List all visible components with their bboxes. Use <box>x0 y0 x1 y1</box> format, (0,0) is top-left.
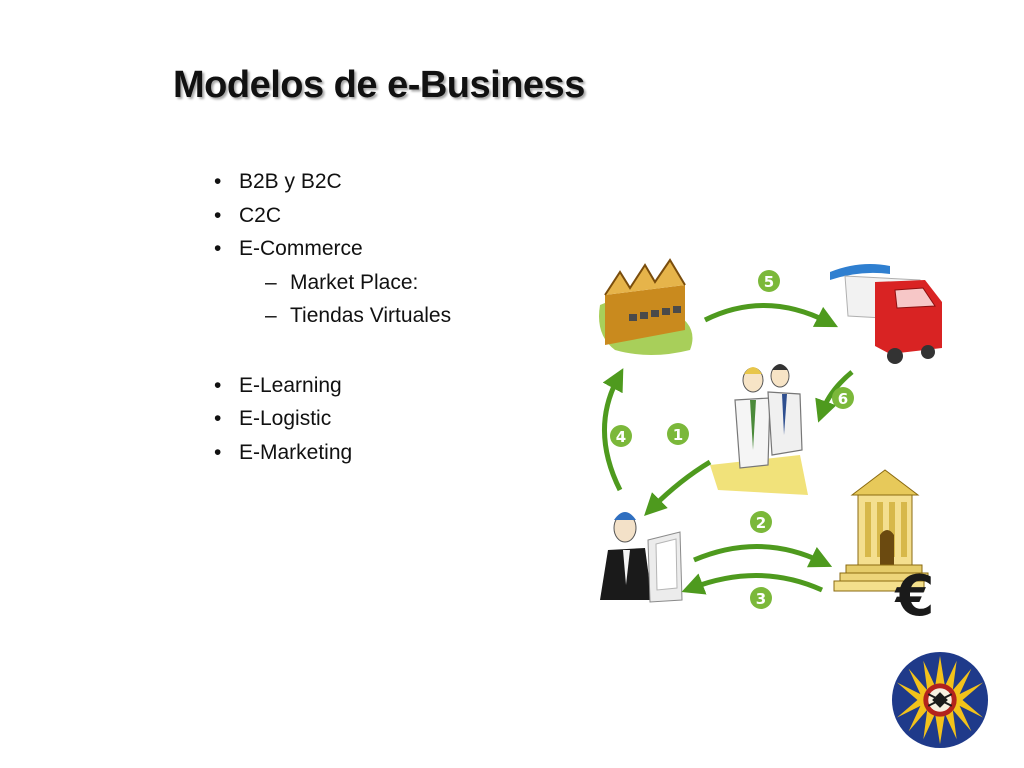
university-seal-icon <box>891 651 989 749</box>
bullet-item: • C2C <box>214 199 451 233</box>
euro-icon: € <box>894 564 935 625</box>
step-badge-4: 4 <box>610 425 632 447</box>
bullet-mark: • <box>214 440 222 464</box>
svg-text:3: 3 <box>756 590 766 608</box>
bullet-item: • E-Marketing <box>214 436 451 470</box>
step-badge-2: 2 <box>750 511 772 533</box>
bullet-mark: • <box>214 237 222 260</box>
bullet-text: E-Logistic <box>239 407 332 430</box>
svg-text:1: 1 <box>673 426 683 444</box>
arrow-2 <box>693 544 833 568</box>
bullet-text: B2B y B2C <box>239 170 342 193</box>
bullet-mark: • <box>214 203 222 227</box>
arrow-3 <box>681 573 824 595</box>
bullet-text: Market Place: <box>290 270 419 294</box>
bullet-item: • B2B y B2C <box>214 165 451 199</box>
dash-mark: – <box>265 304 277 327</box>
bank-icon <box>833 469 929 592</box>
bullet-item: • E-Commerce <box>214 232 451 266</box>
svg-text:6: 6 <box>838 390 848 408</box>
sub-bullet-item: –Market Place: <box>214 266 451 300</box>
bullet-item: • E-Learning <box>214 369 451 403</box>
bullet-mark: • <box>214 373 222 397</box>
svg-text:2: 2 <box>756 514 766 532</box>
bullet-list: • B2B y B2C • C2C • E-Commerce –Market Plac… <box>214 165 451 469</box>
arrow-6 <box>815 370 854 423</box>
office-workers-icon <box>710 364 808 495</box>
customer-computer-icon <box>600 512 683 603</box>
arrow-4 <box>602 368 624 492</box>
factory-icon <box>599 258 693 355</box>
step-badge-6: 6 <box>832 387 854 409</box>
arrow-5 <box>703 303 839 328</box>
bullet-item: • E-Logistic <box>214 402 451 436</box>
step-badge-1: 1 <box>667 423 689 445</box>
sub-bullet-item: –Tiendas Virtuales <box>214 299 451 333</box>
bullet-text: C2C <box>239 203 282 227</box>
bullet-text: Tiendas Virtuales <box>290 304 452 327</box>
bullet-text: E-Learning <box>239 373 342 397</box>
ebusiness-cycle-diagram: € 5 6 4 1 2 <box>599 258 942 625</box>
bullet-text: E-Commerce <box>239 237 363 260</box>
arrow-1 <box>644 459 712 516</box>
svg-text:5: 5 <box>764 273 774 291</box>
step-badge-5: 5 <box>758 270 780 292</box>
step-badge-3: 3 <box>750 587 772 609</box>
bullet-text: E-Marketing <box>239 440 353 464</box>
bullet-mark: • <box>214 407 222 430</box>
truck-icon <box>830 264 942 364</box>
dash-mark: – <box>265 270 277 294</box>
svg-text:4: 4 <box>616 428 626 446</box>
slide-title: Modelos de e-Business <box>173 64 585 106</box>
bullet-mark: • <box>214 170 222 193</box>
cycle-arrows <box>602 303 854 595</box>
